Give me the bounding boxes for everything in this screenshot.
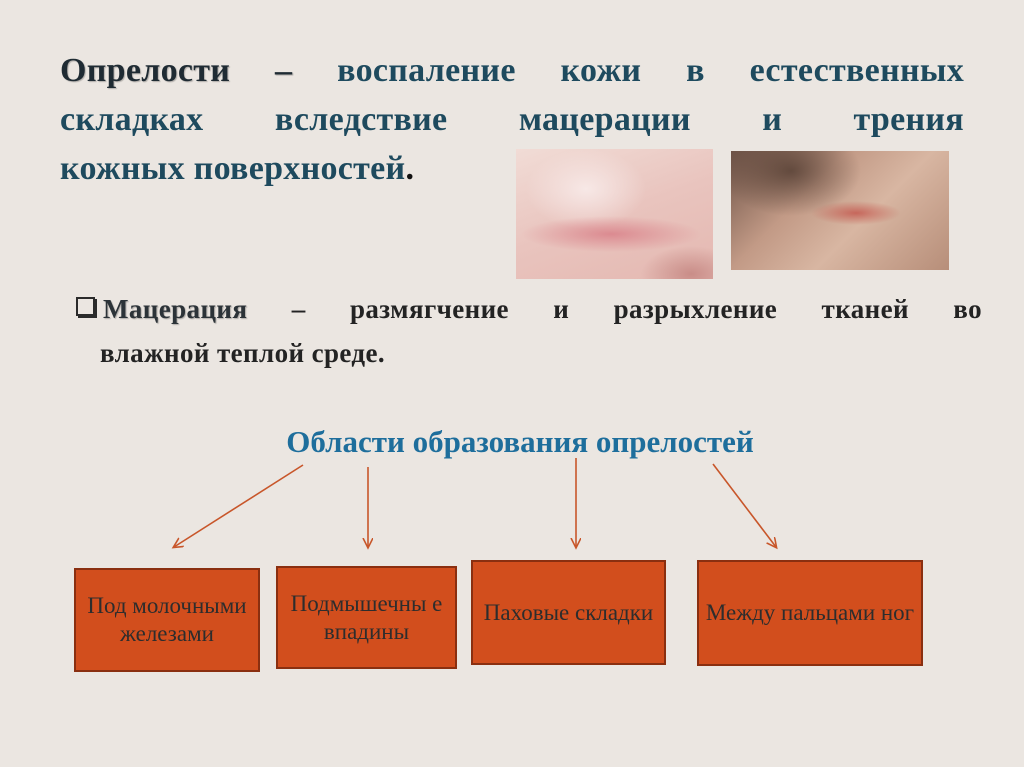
skin-photo-2 xyxy=(731,151,949,270)
definition-line-2: складках вследствие мацерации и трения xyxy=(60,101,964,138)
skin-photo-1 xyxy=(516,149,713,279)
definition-term: Опрелости – xyxy=(60,52,293,89)
definition-period: . xyxy=(405,150,415,187)
maceration-text-1: – размягчение и разрыхление тканей во xyxy=(291,294,982,324)
maceration-line-1: Мацерация – размягчение и разрыхление тк… xyxy=(76,287,982,331)
definition-line-3: кожных поверхностей. xyxy=(60,144,964,193)
definition-text-1: воспаление кожи в естественных xyxy=(337,52,964,89)
area-box-breasts: Под молочными железами xyxy=(74,568,260,672)
definition-text-3: кожных поверхностей xyxy=(60,150,406,187)
arrow-1 xyxy=(174,464,304,547)
area-box-groin: Паховые складки xyxy=(471,560,666,665)
checkbox-bullet-icon xyxy=(76,297,95,316)
area-box-toes: Между пальцами ног xyxy=(697,560,923,666)
maceration-term: Мацерация xyxy=(103,294,248,324)
maceration-line-2: влажной теплой среде. xyxy=(100,338,385,368)
arrow-4 xyxy=(712,463,776,547)
maceration-bullet: Мацерация – размягчение и разрыхление тк… xyxy=(76,287,982,375)
areas-title: Области образования опрелостей xyxy=(286,424,754,459)
definition-paragraph: Опрелости – воспаление кожи в естественн… xyxy=(60,46,964,193)
definition-line-1: Опрелости – воспаление кожи в естественн… xyxy=(60,46,964,95)
area-box-armpits: Подмышечны е впадины xyxy=(276,566,457,669)
